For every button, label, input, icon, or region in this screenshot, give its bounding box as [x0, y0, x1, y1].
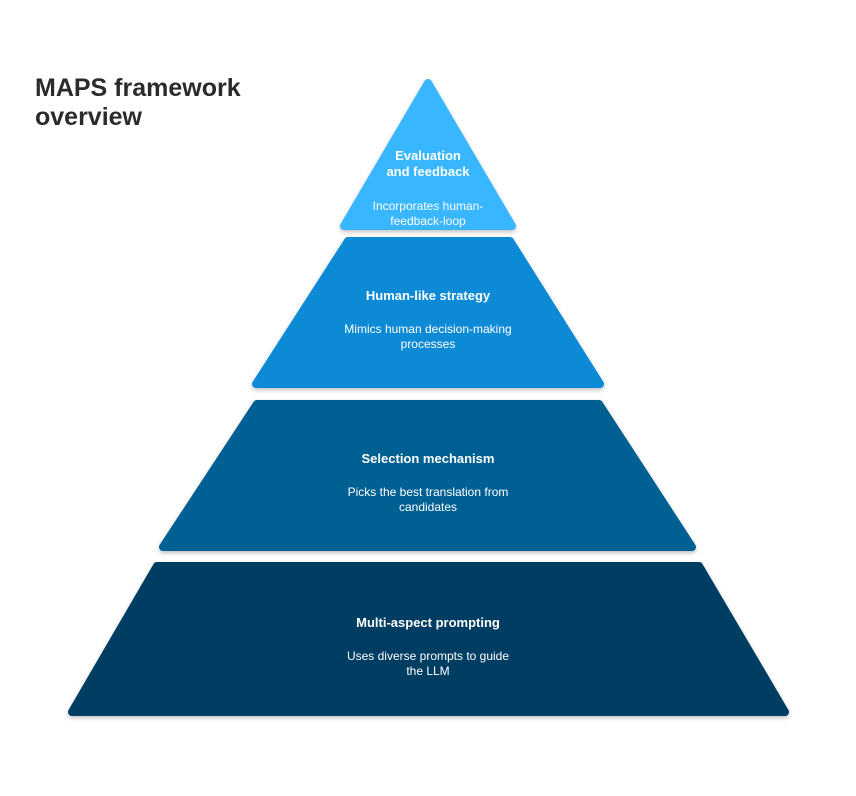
- diagram-title-line-1: MAPS framework: [35, 74, 241, 102]
- layer-3-heading-line-1: Selection mechanism: [361, 451, 495, 466]
- diagram-title: MAPS framework overview: [35, 74, 335, 132]
- layer-1-desc-line-1: Incorporates human-: [372, 199, 484, 213]
- layer-1-desc-line-2: feedback-loop: [390, 214, 466, 228]
- pyramid-layer-multi-aspect-prompting: [68, 562, 789, 716]
- layer-4-heading: Multi-aspect prompting: [318, 615, 538, 631]
- layer-4-desc-line-1: Uses diverse prompts to guide: [346, 649, 510, 663]
- diagram-title-line-2: overview: [35, 103, 143, 131]
- layer-2-desc-line-1: Mimics human decision-making: [344, 322, 512, 336]
- layer-3-heading: Selection mechanism: [318, 451, 538, 467]
- layer-4-desc-line-2: the LLM: [406, 664, 450, 678]
- layer-1-description: Incorporates human- feedback-loop: [348, 199, 508, 229]
- layer-3-text: Selection mechanism Picks the best trans…: [318, 451, 538, 515]
- layer-3-description: Picks the best translation from candidat…: [318, 485, 538, 515]
- layer-4-description: Uses diverse prompts to guide the LLM: [318, 649, 538, 679]
- layer-1-heading-line-1: Evaluation: [395, 148, 461, 163]
- layer-2-text: Human-like strategy Mimics human decisio…: [318, 288, 538, 352]
- layer-1-text: Evaluation and feedback Incorporates hum…: [348, 148, 508, 229]
- pyramid-layer-selection-mechanism: [159, 400, 696, 551]
- layer-1-heading: Evaluation and feedback: [348, 148, 508, 180]
- layer-4-heading-line-1: Multi-aspect prompting: [356, 615, 500, 630]
- layer-2-desc-line-2: processes: [400, 337, 456, 351]
- layer-2-heading: Human-like strategy: [318, 288, 538, 304]
- pyramid-layer-human-like-strategy: [252, 237, 604, 388]
- pyramid-layer-evaluation-and-feedback: [340, 79, 516, 230]
- layer-3-desc-line-1: Picks the best translation from: [347, 485, 509, 499]
- layer-2-description: Mimics human decision-making processes: [318, 322, 538, 352]
- layer-1-heading-line-2: and feedback: [386, 164, 470, 179]
- layer-4-text: Multi-aspect prompting Uses diverse prom…: [318, 615, 538, 679]
- layer-3-desc-line-2: candidates: [398, 500, 458, 514]
- layer-2-heading-line-1: Human-like strategy: [365, 288, 491, 303]
